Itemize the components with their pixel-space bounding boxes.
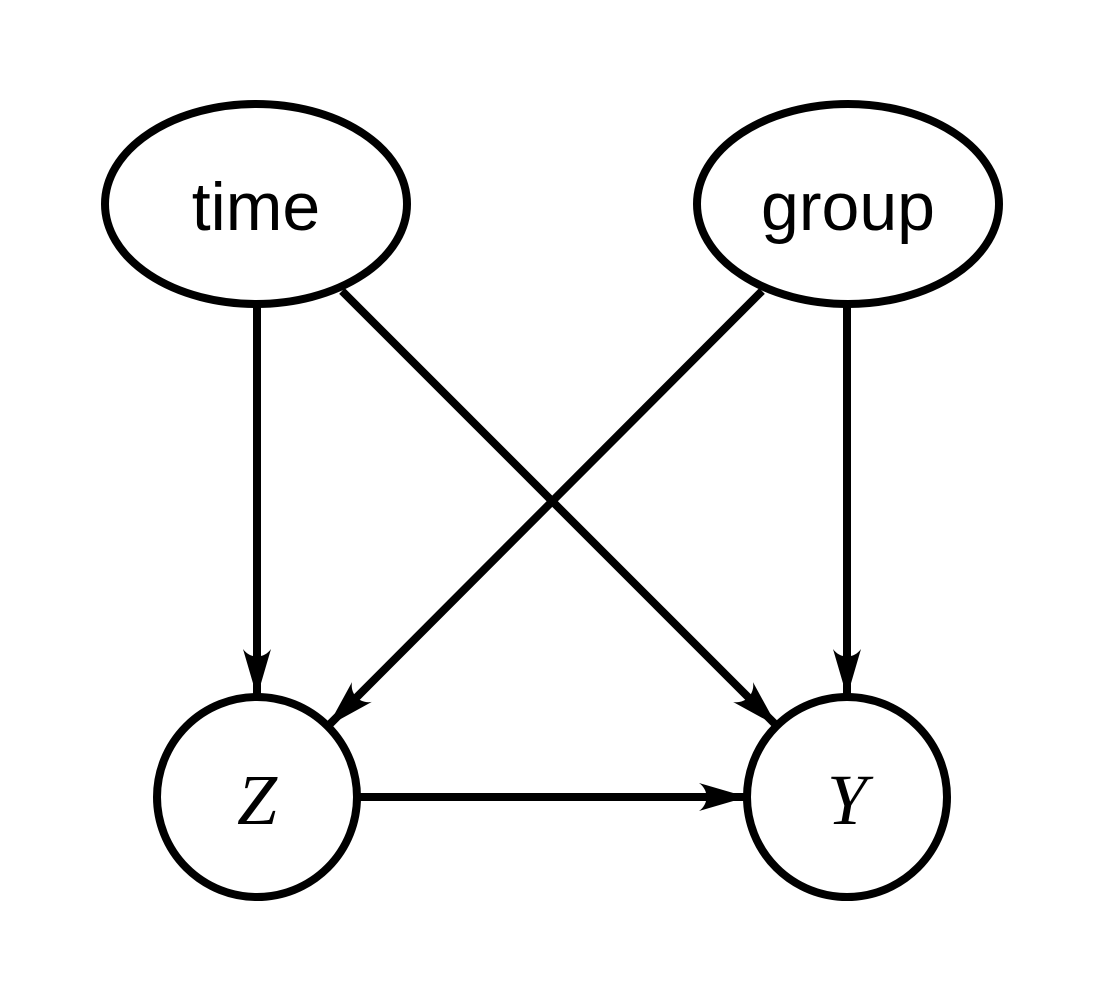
node-time-shape xyxy=(101,100,411,308)
node-z: Z xyxy=(153,693,361,901)
node-y-label: Y xyxy=(827,760,874,840)
node-z-shape xyxy=(153,693,361,901)
node-y: Y xyxy=(743,693,951,901)
node-y-shape xyxy=(743,693,951,901)
node-time-label: time xyxy=(192,169,320,245)
node-time: time xyxy=(101,100,411,308)
node-z-label: Z xyxy=(237,760,278,840)
edge-time-to-y xyxy=(339,288,780,729)
node-group-label: group xyxy=(761,169,935,245)
node-group-shape xyxy=(693,100,1003,308)
edge-group-to-z xyxy=(325,288,765,729)
node-group: group xyxy=(693,100,1003,308)
